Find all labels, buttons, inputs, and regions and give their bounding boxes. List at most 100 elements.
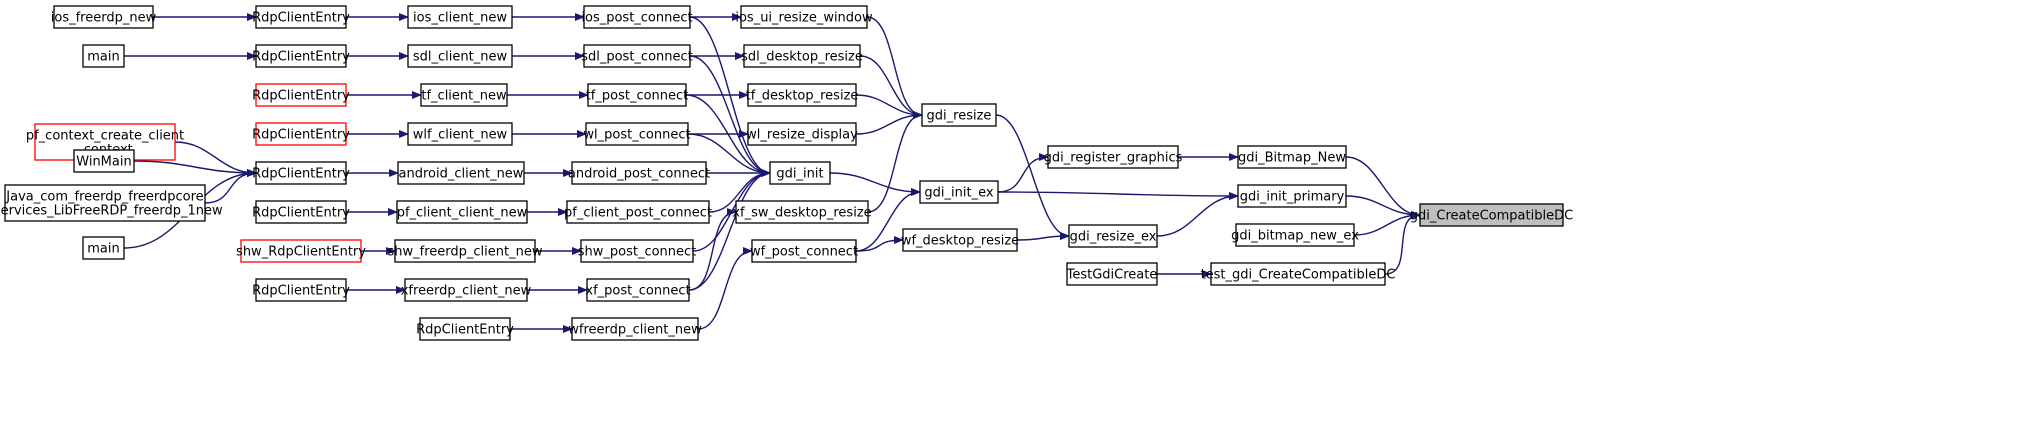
node-label: xf_sw_desktop_resize — [732, 206, 871, 221]
node-sdl-desktop-resize[interactable]: sdl_desktop_resize — [741, 44, 863, 68]
node-rce-android[interactable]: RdpClientEntry — [252, 161, 350, 185]
node-label: gdi_resize — [927, 109, 992, 124]
edge-ios-ui-resize-window-to-gdi-resize — [866, 16, 923, 119]
node-label: shw_freerdp_client_new — [388, 245, 543, 260]
node-rce-tf[interactable]: RdpClientEntry — [252, 83, 350, 107]
node-rce-wf[interactable]: RdpClientEntry — [416, 317, 514, 341]
edge-wf-post-connect-to-wf-desktop-resize — [855, 236, 904, 252]
node-ios-post-connect[interactable]: ios_post_connect — [581, 5, 693, 29]
node-ios-ui-resize-window[interactable]: ios_ui_resize_window — [735, 5, 873, 29]
edge-layer — [123, 13, 1421, 333]
node-label: RdpClientEntry — [252, 50, 350, 65]
node-main1[interactable]: main — [82, 44, 125, 68]
node-sdl-post-connect[interactable]: sdl_post_connect — [581, 44, 693, 68]
node-box — [586, 278, 690, 302]
edge-xf-post-connect-to-gdi-init — [688, 169, 771, 291]
edge-gdi-init-ex-to-gdi-register-graphics — [997, 153, 1049, 193]
edge-gdi-init-ex-to-gdi-init-primary — [997, 191, 1239, 200]
node-shw-rce[interactable]: shw_RdpClientEntry — [236, 239, 366, 263]
node-pf-client-client-new[interactable]: pf_client_client_new — [396, 200, 528, 224]
node-label: RdpClientEntry — [252, 167, 350, 182]
node-wf-desktop-resize[interactable]: wf_desktop_resize — [901, 228, 1019, 252]
node-wl-post-connect[interactable]: wl_post_connect — [583, 122, 691, 146]
node-test-gdi-createcompatibledc[interactable]: test_gdi_CreateCompatibleDC — [1201, 262, 1396, 286]
node-java[interactable]: Java_com_freerdp_freerdpcore_services_Li… — [0, 184, 223, 222]
node-box — [740, 5, 868, 29]
node-gdi-init-primary[interactable]: gdi_init_primary — [1237, 184, 1347, 208]
node-label: TestGdiCreate — [1066, 268, 1158, 283]
node-target[interactable]: gdi_CreateCompatibleDC — [1410, 203, 1573, 227]
edge-wl-post-connect-to-gdi-init — [687, 133, 771, 177]
node-testgdicreate[interactable]: TestGdiCreate — [1066, 262, 1158, 286]
node-box — [420, 83, 508, 107]
edge-wf-post-connect-to-gdi-init-ex — [855, 188, 921, 252]
node-winmain[interactable]: WinMain — [73, 149, 135, 173]
node-rce-xf[interactable]: RdpClientEntry — [252, 278, 350, 302]
node-label: RdpClientEntry — [252, 128, 350, 143]
node-shw-freerdp-client-new[interactable]: shw_freerdp_client_new — [388, 239, 543, 263]
node-label: RdpClientEntry — [252, 11, 350, 26]
node-android-client-new[interactable]: android_client_new — [397, 161, 525, 185]
node-label: main — [87, 50, 119, 65]
node-box — [1066, 262, 1158, 286]
node-main2[interactable]: main — [82, 236, 125, 260]
node-gdi-init-ex[interactable]: gdi_init_ex — [919, 180, 999, 204]
node-gdi-bitmap-new-ex[interactable]: gdi_bitmap_new_ex — [1231, 223, 1359, 247]
node-label: pf_client_client_new — [397, 206, 528, 221]
node-box — [587, 83, 687, 107]
node-xf-post-connect[interactable]: xf_post_connect — [585, 278, 691, 302]
node-box — [404, 278, 528, 302]
node-box — [583, 44, 691, 68]
node-rce-ios[interactable]: RdpClientEntry — [252, 5, 350, 29]
node-ios-client-new[interactable]: ios_client_new — [407, 5, 513, 29]
node-pf-client-post-connect[interactable]: pf_client_post_connect — [564, 200, 712, 224]
edge-wfreerdp-client-new-to-wf-post-connect — [697, 247, 753, 330]
node-box — [902, 228, 1018, 252]
node-sdl-client-new[interactable]: sdl_client_new — [407, 44, 513, 68]
node-ios-freerdp-new[interactable]: ios_freerdp_new — [51, 5, 157, 29]
node-xf-sw-desktop-resize[interactable]: xf_sw_desktop_resize — [732, 200, 872, 224]
node-box — [255, 200, 347, 224]
node-wf-post-connect[interactable]: wf_post_connect — [750, 239, 858, 263]
edge-xf-sw-desktop-resize-to-gdi-resize — [867, 111, 923, 213]
node-label: wfreerdp_client_new — [568, 323, 702, 338]
node-shw-post-connect[interactable]: shw_post_connect — [578, 239, 697, 263]
node-box — [397, 161, 525, 185]
node-wl-resize-display[interactable]: wl_resize_display — [746, 122, 858, 146]
node-box — [394, 239, 536, 263]
node-box — [255, 278, 347, 302]
node-tf-post-connect[interactable]: tf_post_connect — [586, 83, 689, 107]
node-gdi-register-graphics[interactable]: gdi_register_graphics — [1044, 145, 1183, 169]
node-label: sdl_client_new — [413, 50, 508, 65]
node-gdi-bitmap-new[interactable]: gdi_Bitmap_New — [1237, 145, 1347, 169]
node-box — [407, 122, 513, 146]
node-wfreerdp-client-new[interactable]: wfreerdp_client_new — [568, 317, 702, 341]
node-box — [583, 5, 691, 29]
edge-test-gdi-createcompatibledc-to-target — [1384, 211, 1421, 275]
edge-gdi-resize-to-gdi-resize-ex — [995, 114, 1070, 240]
node-tf-desktop-resize[interactable]: tf_desktop_resize — [746, 83, 859, 107]
node-gdi-init[interactable]: gdi_init — [769, 161, 831, 185]
node-gdi-resize-ex[interactable]: gdi_resize_ex — [1068, 224, 1158, 248]
node-gdi-resize[interactable]: gdi_resize — [921, 103, 997, 127]
node-box — [82, 236, 125, 260]
node-rce-pf[interactable]: RdpClientEntry — [252, 200, 350, 224]
node-label: sdl_post_connect — [581, 50, 693, 65]
node-rce-wlf[interactable]: RdpClientEntry — [252, 122, 350, 146]
node-label: shw_RdpClientEntry — [236, 245, 366, 260]
node-tf-client-new[interactable]: tf_client_new — [420, 83, 508, 107]
node-xfreerdp-client-new[interactable]: xfreerdp_client_new — [401, 278, 532, 302]
node-rce-sdl[interactable]: RdpClientEntry — [252, 44, 350, 68]
node-box — [1235, 223, 1355, 247]
node-box — [751, 239, 857, 263]
node-label: ios_post_connect — [581, 11, 692, 26]
node-android-post-connect[interactable]: android_post_connect — [568, 161, 710, 185]
node-label: xf_post_connect — [585, 284, 690, 299]
node-box — [1210, 262, 1386, 286]
node-label: wlf_client_new — [413, 128, 508, 143]
node-label: sdl_desktop_resize — [741, 50, 863, 65]
node-wlf-client-new[interactable]: wlf_client_new — [407, 122, 513, 146]
node-label: pf_context_create_client — [26, 129, 184, 144]
node-label: RdpClientEntry — [416, 323, 514, 338]
node-box — [53, 5, 154, 29]
